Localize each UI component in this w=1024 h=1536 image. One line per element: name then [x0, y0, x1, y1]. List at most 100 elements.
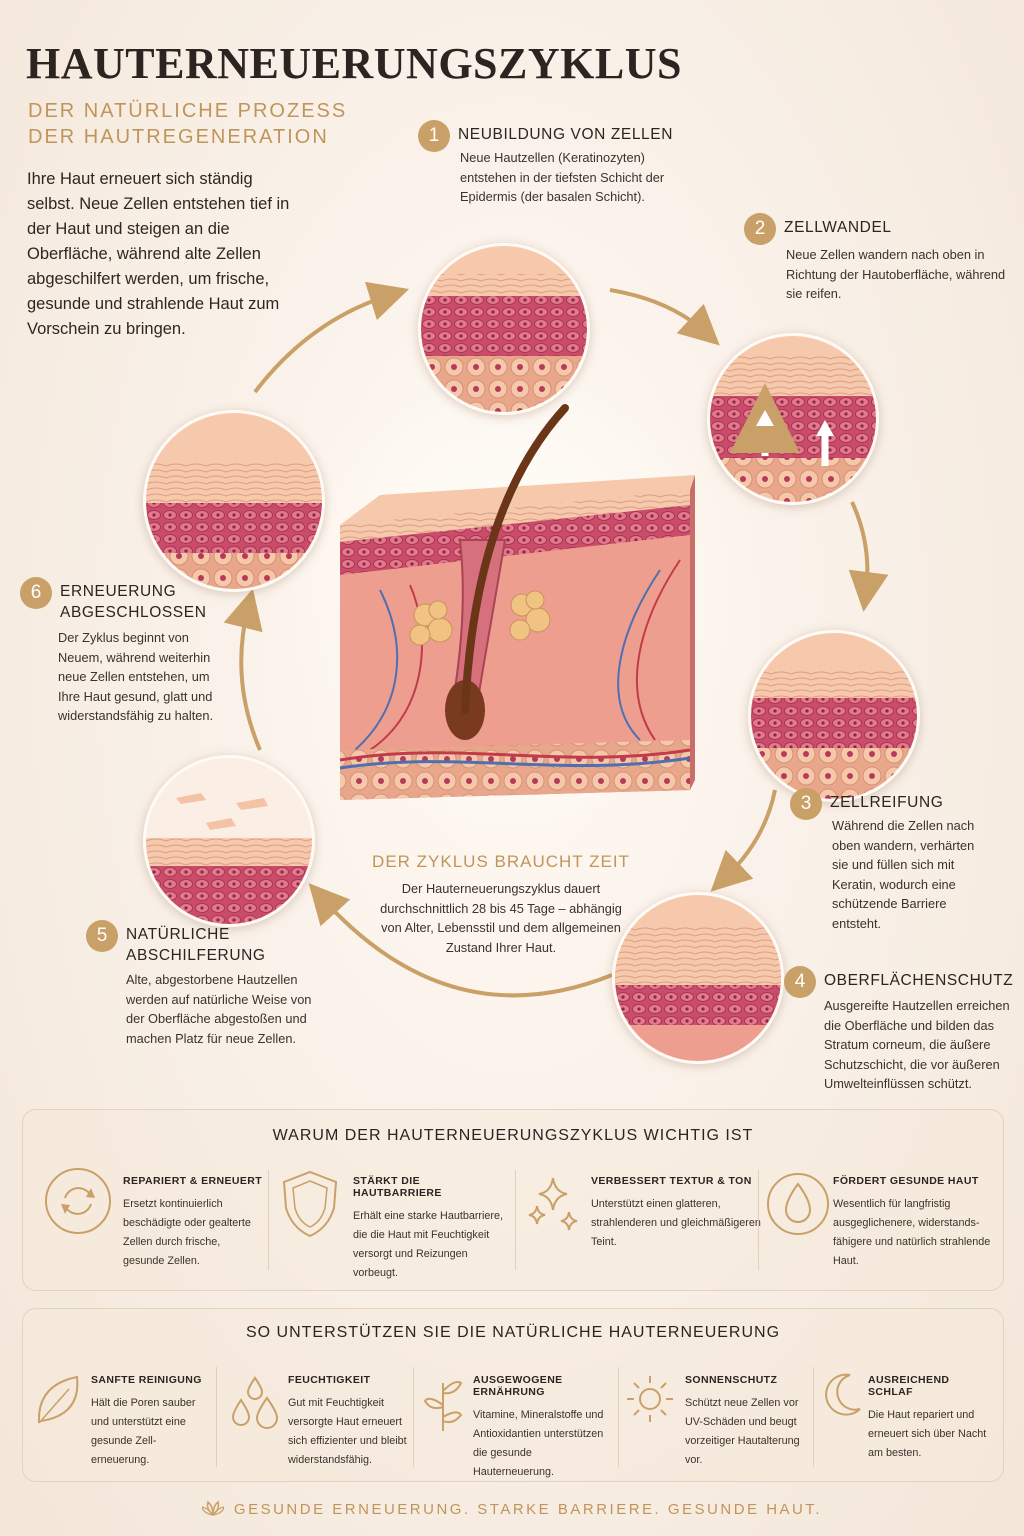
water-drops-icon	[231, 1376, 279, 1429]
why-item-title: VERBESSERT TEXTUR & TON	[591, 1175, 752, 1187]
support-item-sleep: AUSREICHEND SCHLAF Die Haut repariert un…	[868, 1374, 993, 1463]
step-title-line-2: ABSCHILFERUNG	[126, 947, 266, 964]
support-item-text: Vitamine, Mineralstoffe und Antioxidanti…	[473, 1409, 604, 1478]
support-item-text: Schützt neue Zellen vor UV-Schäden und b…	[685, 1397, 800, 1466]
step-title-line-1: NATÜRLICHE	[126, 926, 230, 943]
step-description: Alte, abgestorbene Hautzellen werden auf…	[126, 972, 312, 1046]
step-number-badge: 4	[784, 966, 816, 998]
step-3: 3 ZELLREIFUNG Während die Zellen nach ob…	[790, 788, 990, 938]
divider	[268, 1170, 269, 1270]
support-item-nutrition: AUSGEWOGENE ERNÄHRUNG Vitamine, Minerals…	[473, 1374, 613, 1482]
footer-slogan: GESUNDE ERNEUERUNG. STARKE BARRIERE. GES…	[0, 1499, 1024, 1518]
arrow-5-to-6	[223, 588, 263, 751]
skin-layer-circle-step-2	[707, 333, 879, 505]
divider	[413, 1367, 414, 1467]
why-item-healthy-skin: FÖRDERT GESUNDE HAUT Wesentlich für lang…	[833, 1175, 993, 1271]
page-subtitle: DER NATÜRLICHE PROZESS DER HAUTREGENERAT…	[28, 98, 388, 150]
footer-text: GESUNDE ERNEUERUNG. STARKE BARRIERE. GES…	[233, 1501, 823, 1518]
support-item-text: Gut mit Feuchtigkeit versorgte Haut erne…	[288, 1397, 407, 1466]
step-number-badge: 1	[418, 120, 450, 152]
why-item-title: STÄRKT DIE HAUTBARRIERE	[353, 1175, 442, 1199]
divider	[758, 1170, 759, 1270]
divider	[813, 1367, 814, 1467]
why-item-text: Erhält eine starke Hautbarriere, die die…	[353, 1210, 504, 1279]
support-item-sunscreen: SONNENSCHUTZ Schützt neue Zellen vor UV-…	[685, 1374, 810, 1470]
subtitle-line-1: DER NATÜRLICHE PROZESS	[28, 100, 348, 122]
skin-layer-circle-step-3	[748, 630, 920, 802]
why-item-text: Unterstützt einen glatteren, strahlender…	[591, 1198, 761, 1248]
support-item-cleansing: SANFTE REINIGUNG Hält die Poren sauber u…	[91, 1374, 211, 1470]
step-title: NEUBILDUNG VON ZELLEN	[458, 126, 674, 143]
step-title-line-2: ABGESCHLOSSEN	[60, 604, 207, 621]
shield-icon	[282, 1170, 338, 1238]
support-item-title: SONNENSCHUTZ	[685, 1374, 778, 1386]
intro-text: Ihre Haut erneuert sich ständig selbst. …	[27, 170, 290, 338]
why-item-texture: VERBESSERT TEXTUR & TON Unterstützt eine…	[591, 1175, 761, 1252]
cycle-duration-title: DER ZYKLUS BRAUCHT ZEIT	[372, 852, 630, 871]
plant-icon	[423, 1381, 463, 1431]
support-item-title: FEUCHTIGKEIT	[288, 1374, 371, 1386]
arrow-1-to-2	[609, 288, 720, 346]
subtitle-line-2: DER HAUTREGENERATION	[28, 126, 329, 148]
step-title-line-1: ERNEUERUNG	[60, 583, 177, 600]
skin-layer-circle-step-4	[612, 892, 784, 1064]
why-important-panel: WARUM DER HAUTERNEUERUNGSZYKLUS WICHTIG …	[22, 1109, 1004, 1291]
sun-icon	[627, 1376, 673, 1422]
cycle-duration-note: DER ZYKLUS BRAUCHT ZEIT Der Hauterneueru…	[370, 852, 632, 957]
support-item-text: Die Haut repariert und erneuert sich übe…	[868, 1409, 987, 1459]
moon-icon	[825, 1373, 861, 1416]
why-item-repair: REPARIERT & ERNEUERT Ersetzt kontinuierl…	[123, 1175, 263, 1271]
step-1: 1 NEUBILDUNG VON ZELLEN Neue Hautzellen …	[418, 120, 678, 230]
step-number-badge: 5	[86, 920, 118, 952]
step-number-badge: 2	[744, 213, 776, 245]
cycle-arrows	[223, 281, 889, 998]
why-important-heading: WARUM DER HAUTERNEUERUNGSZYKLUS WICHTIG …	[272, 1127, 754, 1144]
arrow-4-to-5	[308, 883, 613, 998]
sparkles-icon	[528, 1177, 578, 1231]
skin-layer-circle-step-1	[418, 243, 590, 415]
step-description: Neue Hautzellen (Keratinozyten) entstehe…	[460, 150, 665, 204]
arrow-6-to-1	[253, 281, 410, 394]
support-item-title: AUSREICHEND SCHLAF	[868, 1374, 950, 1398]
why-item-title: FÖRDERT GESUNDE HAUT	[833, 1175, 979, 1187]
step-description: Während die Zellen nach oben wandern, ve…	[832, 818, 975, 931]
why-item-title: REPARIERT & ERNEUERT	[123, 1175, 263, 1187]
step-title: ERNEUERUNG ABGESCHLOSSEN	[60, 581, 206, 623]
why-item-barrier: STÄRKT DIE HAUTBARRIERE Erhält eine star…	[353, 1175, 511, 1283]
step-number-badge: 3	[790, 788, 822, 820]
skin-layer-circle-step-5	[143, 755, 315, 927]
divider	[515, 1170, 516, 1270]
why-item-text: Ersetzt kontinuierlich beschädigte oder …	[123, 1198, 251, 1267]
why-item-text: Wesentlich für langfristig ausgeglichene…	[833, 1198, 991, 1267]
lotus-icon	[201, 1500, 225, 1517]
support-item-text: Hält die Poren sauber und unterstützt ei…	[91, 1397, 196, 1466]
divider	[618, 1367, 619, 1467]
step-description: Der Zyklus beginnt von Neuem, während we…	[58, 630, 214, 723]
step-5: 5 NATÜRLICHE ABSCHILFERUNG Alte, abgesto…	[86, 920, 336, 1070]
divider	[216, 1367, 217, 1467]
support-panel: SO UNTERSTÜTZEN SIE DIE NATÜRLICHE HAUTE…	[22, 1308, 1004, 1482]
step-title: NATÜRLICHE ABSCHILFERUNG	[126, 924, 266, 966]
renew-cycle-icon	[45, 1168, 111, 1234]
step-title: OBERFLÄCHENSCHUTZ	[824, 972, 1014, 989]
page-title: HAUTERNEUERUNGSZYKLUS	[26, 39, 682, 88]
arrow-3-to-4	[710, 789, 777, 892]
cycle-duration-text: Der Hauterneuerungszyklus dauert durchsc…	[380, 881, 622, 955]
droplet-icon	[767, 1173, 829, 1235]
step-description: Ausgereifte Hautzellen erreichen die Obe…	[824, 998, 1010, 1091]
skin-layer-circle-step-6	[143, 410, 325, 592]
leaf-icon	[37, 1375, 79, 1424]
step-4: 4 OBERFLÄCHENSCHUTZ Ausgereifte Hautzell…	[784, 966, 1020, 1096]
support-item-moisture: FEUCHTIGKEIT Gut mit Feuchtigkeit versor…	[288, 1374, 413, 1470]
step-6: 6 ERNEUERUNG ABGESCHLOSSEN Der Zyklus be…	[20, 577, 240, 747]
step-description: Neue Zellen wandern nach oben in Richtun…	[786, 247, 1006, 301]
skin-cross-section-illustration	[270, 340, 750, 840]
step-title: ZELLWANDEL	[784, 219, 892, 236]
step-title: ZELLREIFUNG	[830, 794, 944, 811]
support-heading: SO UNTERSTÜTZEN SIE DIE NATÜRLICHE HAUTE…	[245, 1324, 781, 1341]
step-number-badge: 6	[20, 577, 52, 609]
support-item-title: SANFTE REINIGUNG	[91, 1374, 202, 1386]
support-item-title: AUSGEWOGENE ERNÄHRUNG	[473, 1374, 563, 1398]
arrow-2-to-3	[848, 501, 889, 612]
step-2: 2 ZELLWANDEL Neue Zellen wandern nach ob…	[744, 213, 1014, 313]
